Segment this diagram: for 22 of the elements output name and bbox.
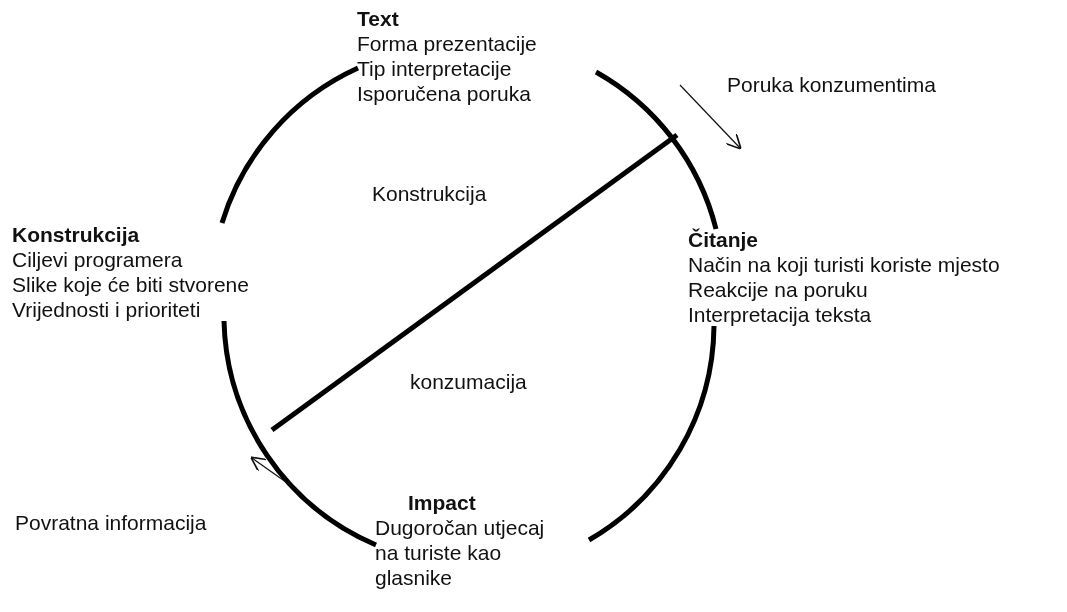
- heading: Čitanje: [688, 227, 759, 252]
- heading: Konstrukcija: [12, 222, 141, 247]
- text-label: Poruka konzumentima: [727, 72, 936, 97]
- list-item: Interpretacija teksta: [688, 302, 873, 327]
- list-item: Isporučena poruka: [357, 81, 532, 106]
- circle-arc: [221, 320, 378, 548]
- heading: Text: [357, 6, 400, 31]
- circle-arc: [594, 69, 719, 230]
- list-item: Reakcije na poruku: [688, 277, 869, 302]
- text-label: Povratna informacija: [15, 510, 207, 535]
- list-item: Vrijednosti i prioriteti: [12, 297, 202, 322]
- list-item: Forma prezentacije: [357, 31, 538, 56]
- heading: Impact: [407, 490, 477, 515]
- circle-arc: [587, 325, 717, 543]
- text-label: Konstrukcija: [372, 181, 487, 206]
- circle-arc: [219, 65, 360, 224]
- list-item: Način na koji turisti koriste mjesto: [688, 252, 1001, 277]
- list-item: Tip interpretacije: [357, 56, 513, 81]
- text-label: konzumacija: [410, 369, 527, 394]
- list-item: Slike koje će biti stvorene: [12, 272, 250, 297]
- list-item: Ciljevi programera: [12, 247, 184, 272]
- list-item: Dugoročan utjecaj na turiste kao glasnike: [375, 515, 546, 590]
